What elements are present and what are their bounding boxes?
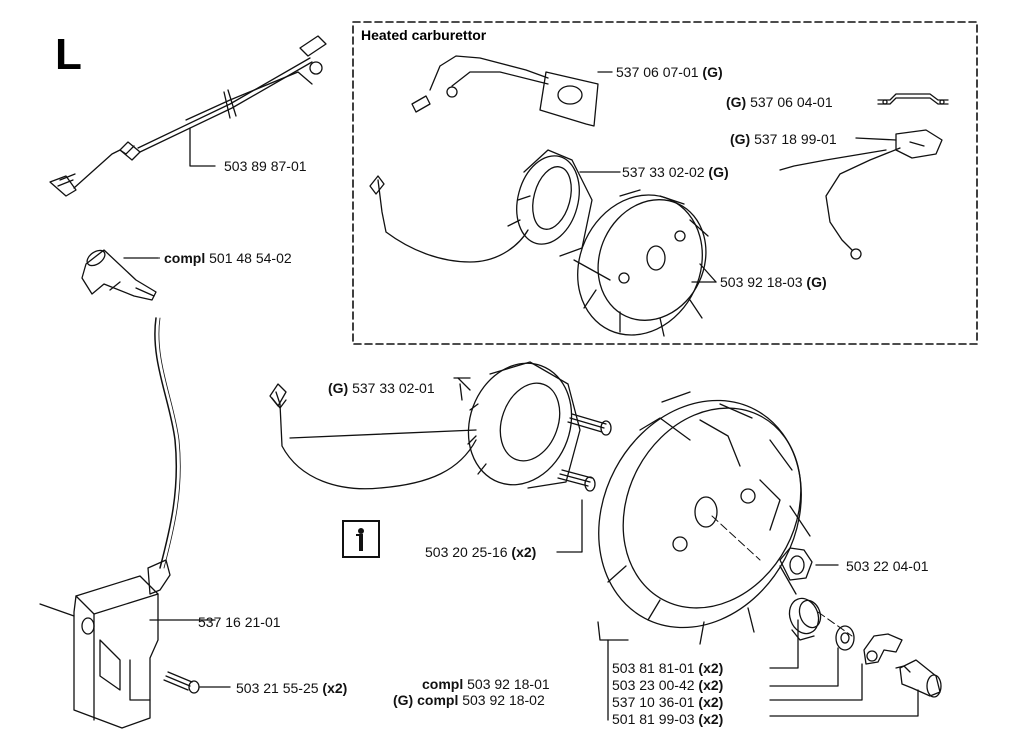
box-title: Heated carburettor	[361, 27, 487, 43]
spark-plug-cap-drawing	[81, 249, 159, 301]
part-label: 537 10 36-01 (x2)	[612, 694, 724, 710]
flywheel-g-drawing	[577, 189, 717, 337]
part-label: 503 21 55-25 (x2)	[236, 680, 348, 696]
part-label: 537 06 07-01 (G)	[616, 64, 723, 80]
heater-element-drawing	[411, 55, 613, 127]
part-label: (G) 537 18 99-01	[730, 131, 837, 147]
ht-lead	[154, 317, 178, 569]
ignition-module-drawing	[39, 559, 216, 729]
part-label: 503 23 00-42 (x2)	[612, 677, 724, 693]
wire-harness-drawing	[49, 35, 327, 197]
thermostat-drawing	[779, 129, 943, 260]
part-label: (G) 537 33 02-01	[328, 380, 435, 396]
module-screw-drawing	[163, 671, 231, 694]
part-label: (G) 537 06 04-01	[726, 94, 833, 110]
clip-drawing	[877, 93, 949, 105]
starter-parts-drawing	[788, 597, 942, 698]
part-label: 503 89 87-01	[224, 158, 307, 174]
coil-screws-drawing	[556, 413, 612, 553]
flywheel-drawing	[597, 391, 811, 645]
part-label: 503 81 81-01 (x2)	[612, 660, 724, 676]
part-label: compl 501 48 54-02	[164, 250, 292, 266]
part-label: 503 92 18-03 (G)	[720, 274, 827, 290]
part-label: 537 16 21-01	[198, 614, 281, 630]
part-label: 503 20 25-16 (x2)	[425, 544, 537, 560]
ignition-coil-drawing	[269, 361, 581, 490]
part-label: (G) compl 503 92 18-02	[393, 692, 545, 708]
part-label: 537 33 02-02 (G)	[622, 164, 729, 180]
part-label: 501 81 99-03 (x2)	[612, 711, 724, 727]
heated-carburettor-box	[352, 21, 978, 345]
section-letter: L	[55, 30, 82, 79]
part-label: compl 503 92 18-01	[422, 676, 550, 692]
info-wrench-icon	[342, 520, 380, 558]
ignition-coil-g-drawing	[369, 149, 621, 263]
part-label: 503 22 04-01	[846, 558, 929, 574]
flywheel-nut-drawing	[779, 547, 839, 581]
